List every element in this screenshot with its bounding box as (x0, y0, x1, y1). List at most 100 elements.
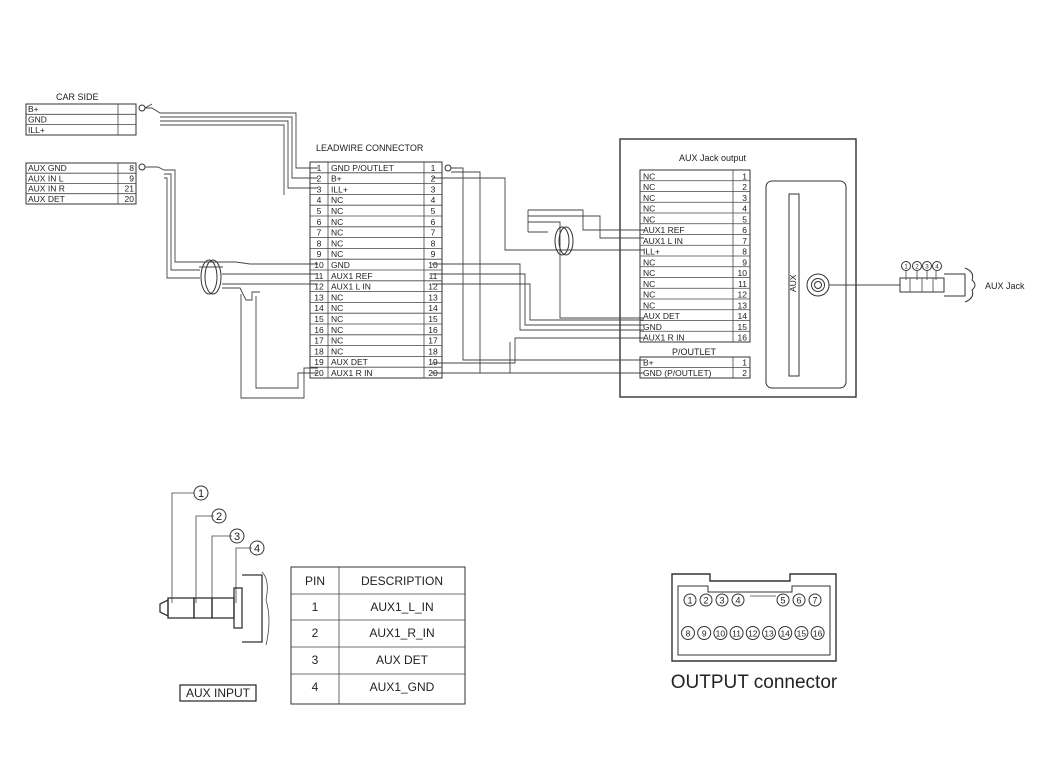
leadwire-pin-left: 3 (317, 184, 322, 194)
leadwire-pin-right: 12 (428, 282, 438, 292)
car-side-row-1: B+ (28, 104, 39, 114)
leadwire-pin-right: 5 (431, 206, 436, 216)
leadwire-label: GND (331, 260, 350, 270)
pin-table-description: AUX1_GND (370, 680, 435, 694)
leadwire-pin-right: 10 (428, 260, 438, 270)
leadwire-pin-left: 1 (317, 163, 322, 173)
svg-text:4: 4 (254, 543, 260, 555)
aux-side-pin-1: 8 (129, 163, 134, 173)
aux-side-label-2: AUX IN L (28, 173, 64, 183)
aux-output-pin: 5 (742, 214, 747, 224)
aux-side-pin-4: 20 (125, 194, 135, 204)
connector-pin-label: 6 (796, 596, 801, 606)
leadwire-pin-left: 2 (317, 174, 322, 184)
poutlet-pin-2: 2 (742, 368, 747, 378)
leadwire-pin-left: 8 (317, 238, 322, 248)
svg-text:1: 1 (198, 488, 204, 500)
connector-pin (778, 626, 793, 640)
leadwire-pin-left: 7 (317, 228, 322, 238)
connector-pin (808, 593, 822, 607)
leadwire-pin-right: 18 (428, 346, 438, 356)
aux-side-pin-2: 9 (129, 173, 134, 183)
leadwire-label: NC (331, 314, 343, 324)
aux-output-pin: 10 (738, 268, 748, 278)
leadwire-label: AUX1 REF (331, 271, 373, 281)
connector-pin (731, 593, 745, 607)
leadwire-pin-right: 1 (431, 163, 436, 173)
leadwire-pin-left: 17 (314, 336, 324, 346)
leadwire-pin-left: 19 (314, 357, 324, 367)
leadwire-pin-left: 20 (314, 368, 324, 378)
leadwire-pin-left: 9 (317, 249, 322, 259)
aux-output-label: AUX1 REF (643, 225, 685, 235)
connector-pin-label: 1 (687, 596, 692, 606)
aux-output-label: AUX DET (643, 311, 680, 321)
aux-output-label: NC (643, 193, 655, 203)
aux-jack-label: AUX Jack (985, 281, 1025, 291)
aux-jack-plug-icon (899, 277, 945, 293)
pin-table-description: AUX1_R_IN (369, 626, 434, 640)
pin-header: PIN (305, 574, 325, 588)
pin-table-description: AUX1_L_IN (370, 600, 433, 614)
aux-output-pin: 2 (742, 182, 747, 192)
aux-output-title: AUX Jack output (679, 153, 747, 163)
aux-output-pin: 15 (738, 322, 748, 332)
pin-table-pin: 1 (312, 600, 319, 614)
connector-pin-label: 11 (732, 629, 741, 639)
aux-output-pin: 3 (742, 193, 747, 203)
leadwire-label: GND P/OUTLET (331, 163, 394, 173)
plug-callout-3 (229, 528, 245, 544)
aux-side-label-1: AUX GND (28, 163, 67, 173)
car-side-connector: CAR SIDE B+ GND ILL+ (25, 92, 146, 136)
leadwire-pin-left: 5 (317, 206, 322, 216)
connector-pin (745, 626, 760, 640)
leadwire-pin-left: 6 (317, 217, 322, 227)
leadwire-label: NC (331, 336, 343, 346)
aux-output-pin: 16 (738, 333, 748, 343)
car-side-row-3: ILL+ (28, 125, 45, 135)
aux-output-pin: 1 (742, 171, 747, 181)
connector-pin-label: 3 (719, 596, 724, 606)
leadwire-pin-right: 7 (431, 228, 436, 238)
connector-pin-label: 15 (797, 629, 807, 639)
connector-pin (776, 593, 790, 607)
leadwire-label: ILL+ (331, 184, 348, 194)
car-side-row-2: GND (28, 115, 47, 125)
aux-jack-pin-1: 1 (904, 265, 908, 271)
aux-input-label: AUX INPUT (186, 686, 251, 700)
leadwire-label: NC (331, 325, 343, 335)
aux-output-pin: 7 (742, 236, 747, 246)
poutlet-label-2: GND (P/OUTLET) (643, 368, 712, 378)
leadwire-pin-left: 18 (314, 346, 324, 356)
leadwire-pin-right: 13 (428, 292, 438, 302)
connector-pin (792, 593, 806, 607)
leadwire-label: NC (331, 346, 343, 356)
leadwire-pin-left: 10 (314, 260, 324, 270)
leadwire-pin-right: 16 (428, 325, 438, 335)
aux-output-pin: 9 (742, 257, 747, 267)
aux-output-label: NC (643, 182, 655, 192)
leadwire-label: NC (331, 217, 343, 227)
leadwire-pin-left: 16 (314, 325, 324, 335)
poutlet-pin-1: 1 (742, 358, 747, 368)
leadwire-pin-right: 17 (428, 336, 438, 346)
connector-pin-label: 16 (813, 629, 823, 639)
aux-jack-pin-4: 4 (935, 265, 939, 271)
aux-output-label: NC (643, 268, 655, 278)
leadwire-pin-left: 14 (314, 303, 324, 313)
connector-pin-label: 9 (702, 629, 707, 639)
leadwire-label: NC (331, 206, 343, 216)
aux-output-label: AUX1 L IN (643, 236, 683, 246)
leadwire-pin-right: 2 (431, 174, 436, 184)
connector-pin-label: 8 (686, 629, 691, 639)
leadwire-pin-right: 15 (428, 314, 438, 324)
aux-jack-pin-2: 2 (915, 265, 919, 271)
leadwire-label: NC (331, 249, 343, 259)
plug-tip-icon (159, 598, 169, 618)
leadwire-pin-right: 11 (429, 271, 438, 281)
aux-output-label: GND (643, 322, 662, 332)
